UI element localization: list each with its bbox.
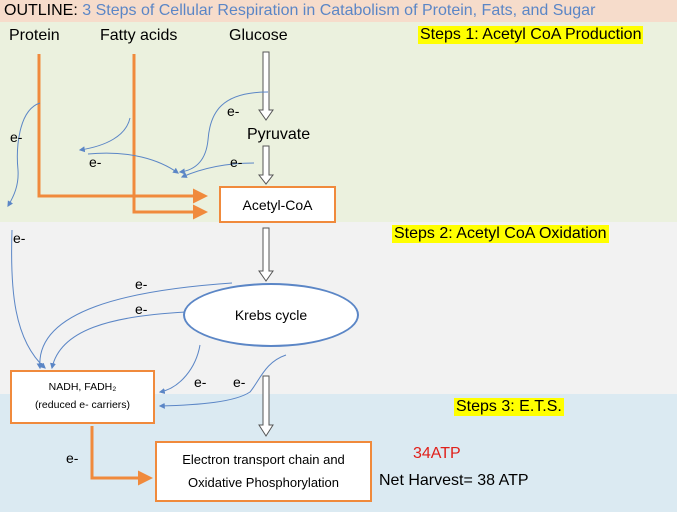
krebs-cycle-label: Krebs cycle [234, 307, 308, 323]
electron-label: e- [230, 154, 243, 170]
electron-label: e- [66, 450, 79, 466]
outline-heading: 3 Steps of Cellular Respiration in Catab… [82, 2, 596, 19]
electron-label: e- [135, 301, 148, 317]
etc-line2: Oxidative Phosphorylation [187, 474, 340, 490]
acetyl-coa-label: Acetyl-CoA [242, 196, 313, 213]
carriers-line2: (reduced e- carriers) [34, 399, 131, 411]
gray-arrows [257, 51, 275, 437]
electron-label: e- [227, 103, 240, 119]
net-harvest: Net Harvest= 38 ATP [379, 472, 529, 489]
krebs-electron-upper-arrow [36, 282, 233, 370]
carriers-to-etc-arrow [90, 426, 153, 486]
fatty-acids-to-acetyl-arrow [132, 54, 208, 220]
electron-label: e- [233, 374, 246, 390]
glucose-to-pyruvate-arrow [258, 51, 274, 121]
acetyl-coa-box: Acetyl-CoA [219, 186, 336, 223]
mid-electron-arrow [87, 152, 179, 174]
etc-box: Electron transport chain and Oxidative P… [155, 441, 372, 502]
blue-electron-arrows [7, 91, 287, 409]
atp-value: 34ATP [413, 445, 461, 462]
orange-arrows [37, 54, 208, 486]
electron-label: e- [135, 276, 148, 292]
protein-label: Protein [9, 27, 60, 44]
carriers-line1: NADH, FADH₂ [48, 381, 117, 394]
outline-label: OUTLINE: [4, 2, 78, 19]
electron-label: e- [10, 129, 23, 145]
electron-label: e- [89, 154, 102, 170]
outline-title: OUTLINE: 3 Steps of Cellular Respiration… [4, 3, 595, 19]
electron-carriers-box: NADH, FADH₂ (reduced e- carriers) [10, 370, 155, 424]
fatty-acids-label: Fatty acids [100, 27, 178, 44]
protein-to-acetyl-arrow [37, 54, 208, 204]
step1-label: Steps 1: Acetyl CoA Production [418, 26, 644, 44]
step2-label: Steps 2: Acetyl CoA Oxidation [392, 225, 609, 243]
krebs-electron-right-arrow [158, 344, 201, 394]
acetyl-to-krebs-arrow [258, 227, 274, 282]
krebs-cycle-ellipse: Krebs cycle [183, 283, 359, 347]
pyruvate-electron-arrow [180, 162, 255, 178]
electron-label: e- [194, 374, 207, 390]
step3-label: Steps 3: E.T.S. [454, 398, 564, 416]
pyruvate-label: Pyruvate [247, 126, 311, 143]
left-electron-down-arrow [11, 229, 46, 369]
krebs-to-etc-arrow [258, 375, 274, 437]
step1-band [0, 22, 677, 222]
electron-label: e- [13, 230, 26, 246]
krebs-electron-lower-arrow [50, 311, 187, 370]
protein-electron-arrow [7, 102, 41, 208]
glucose-label: Glucose [229, 27, 288, 44]
glucose-electron-arrow [178, 91, 269, 175]
outline-band [0, 0, 677, 22]
fatty-acid-electron-arrow [78, 117, 131, 153]
pyruvate-to-acetyl-arrow [257, 145, 275, 185]
krebs-electron-far-arrow [158, 354, 287, 409]
etc-line1: Electron transport chain and [182, 451, 345, 467]
